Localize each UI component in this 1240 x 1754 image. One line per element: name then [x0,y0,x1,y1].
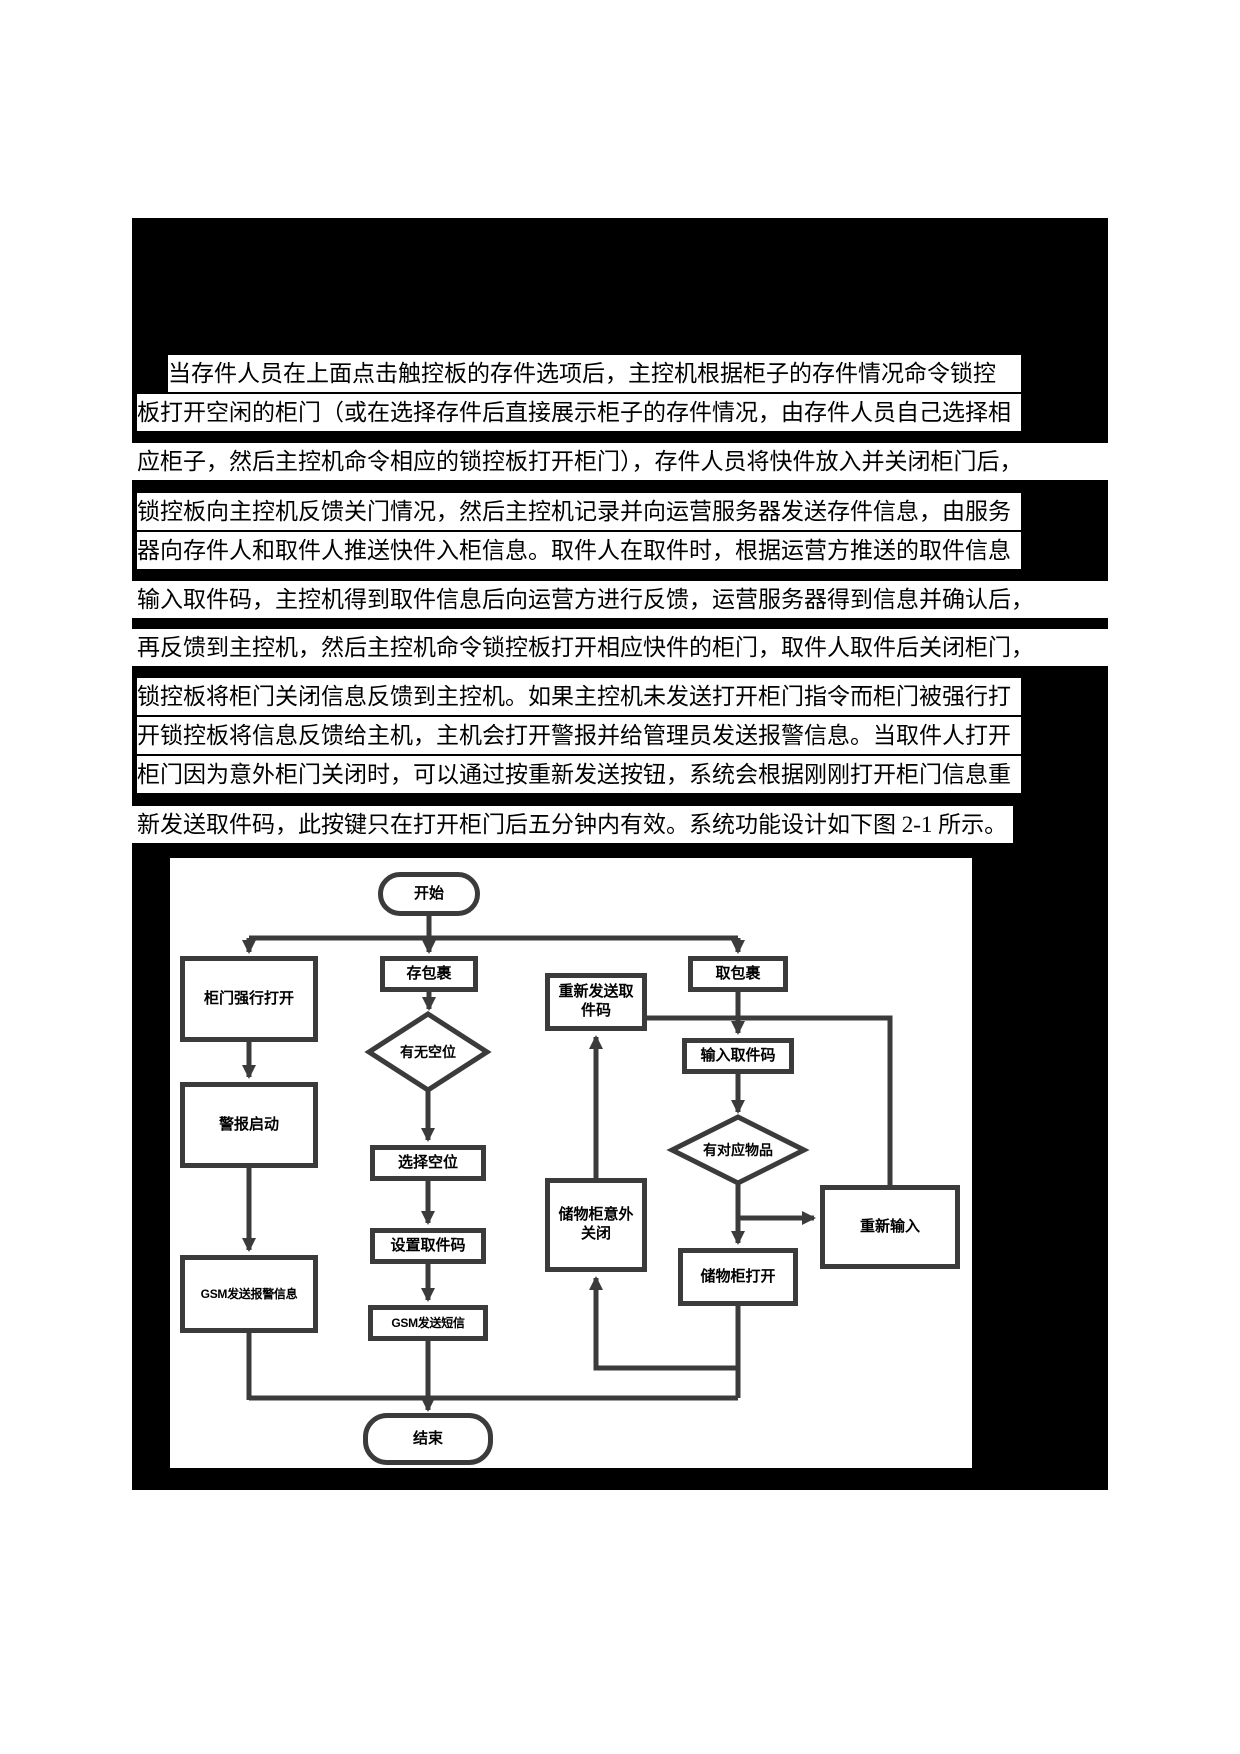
decision-has-empty-slot [364,1011,492,1093]
flow-node-set-pickup-code: 设置取件码 [370,1228,486,1264]
paragraph-line: 再反馈到主控机，然后主控机命令锁控板打开相应快件的柜门，取件人取件后关闭柜门， [132,629,1113,666]
paragraph-line: 柜门因为意外柜门关闭时，可以通过按重新发送按钮，系统会根据刚刚打开柜门信息重 [137,756,1021,793]
decision-has-matching-item [666,1114,810,1186]
flow-node-store-package: 存包裹 [380,956,478,992]
paragraph-line: 板打开空闲的柜门（或在选择存件后直接展示柜子的存件情况，由存件人员自己选择相 [137,394,1021,431]
paragraph-line: 新发送取件码，此按键只在打开柜门后五分钟内有效。系统功能设计如下图 2-1 所示… [132,806,1013,843]
paragraph-line: 锁控板向主控机反馈关门情况，然后主控机记录并向运营服务器发送存件信息，由服务 [137,493,1021,530]
flow-node-gsm-send-alarm: GSM发送报警信息 [180,1255,318,1333]
paragraph-line: 输入取件码，主控机得到取件信息后向运营方进行反馈，运营服务器得到信息并确认后， [132,581,1113,618]
flow-node-locker-accident-closed: 储物柜意外关闭 [545,1178,647,1272]
scanned-page-block: 当存件人员在上面点击触控板的存件选项后，主控机根据柜子的存件情况命令锁控 板打开… [132,218,1113,1490]
flow-node-alarm-start: 警报启动 [180,1082,318,1168]
flow-node-reenter: 重新输入 [820,1185,960,1269]
paragraph-line: 开锁控板将信息反馈给主机，主机会打开警报并给管理员发送报警信息。当取件人打开 [137,717,1021,754]
paragraph-line: 应柜子，然后主控机命令相应的锁控板打开柜门），存件人员将快件放入并关闭柜门后， [132,443,1113,480]
flow-node-resend-pickup-code: 重新发送取件码 [545,973,647,1031]
flow-node-has-matching-item-label: 有对应物品 [703,1142,773,1158]
redacted-title-block [132,218,1108,352]
flow-node-start: 开始 [378,872,480,916]
flow-node-door-forced-open: 柜门强行打开 [180,956,318,1042]
flow-node-end: 结束 [363,1413,493,1465]
flow-node-take-package: 取包裹 [688,956,788,992]
paragraph-line: 当存件人员在上面点击触控板的存件选项后，主控机根据柜子的存件情况命令锁控 [168,355,1021,392]
flow-node-enter-pickup-code: 输入取件码 [682,1038,794,1074]
flowchart-figure: 开始 柜门强行打开 存包裹 取包裹 重新发送取件码 有无空位 输入取件码 警报启… [170,858,972,1468]
flowchart-connectors [242,916,893,1412]
flow-node-choose-empty-slot: 选择空位 [370,1145,486,1181]
flow-node-gsm-send-sms: GSM发送短信 [368,1305,488,1341]
paragraph-line: 器向存件人和取件人推送快件入柜信息。取件人在取件时，根据运营方推送的取件信息 [137,532,1021,569]
paragraph-line: 锁控板将柜门关闭信息反馈到主控机。如果主控机未发送打开柜门指令而柜门被强行打 [137,678,1021,715]
flow-node-has-empty-slot-label: 有无空位 [400,1044,456,1060]
flow-node-locker-open: 储物柜打开 [678,1248,798,1306]
